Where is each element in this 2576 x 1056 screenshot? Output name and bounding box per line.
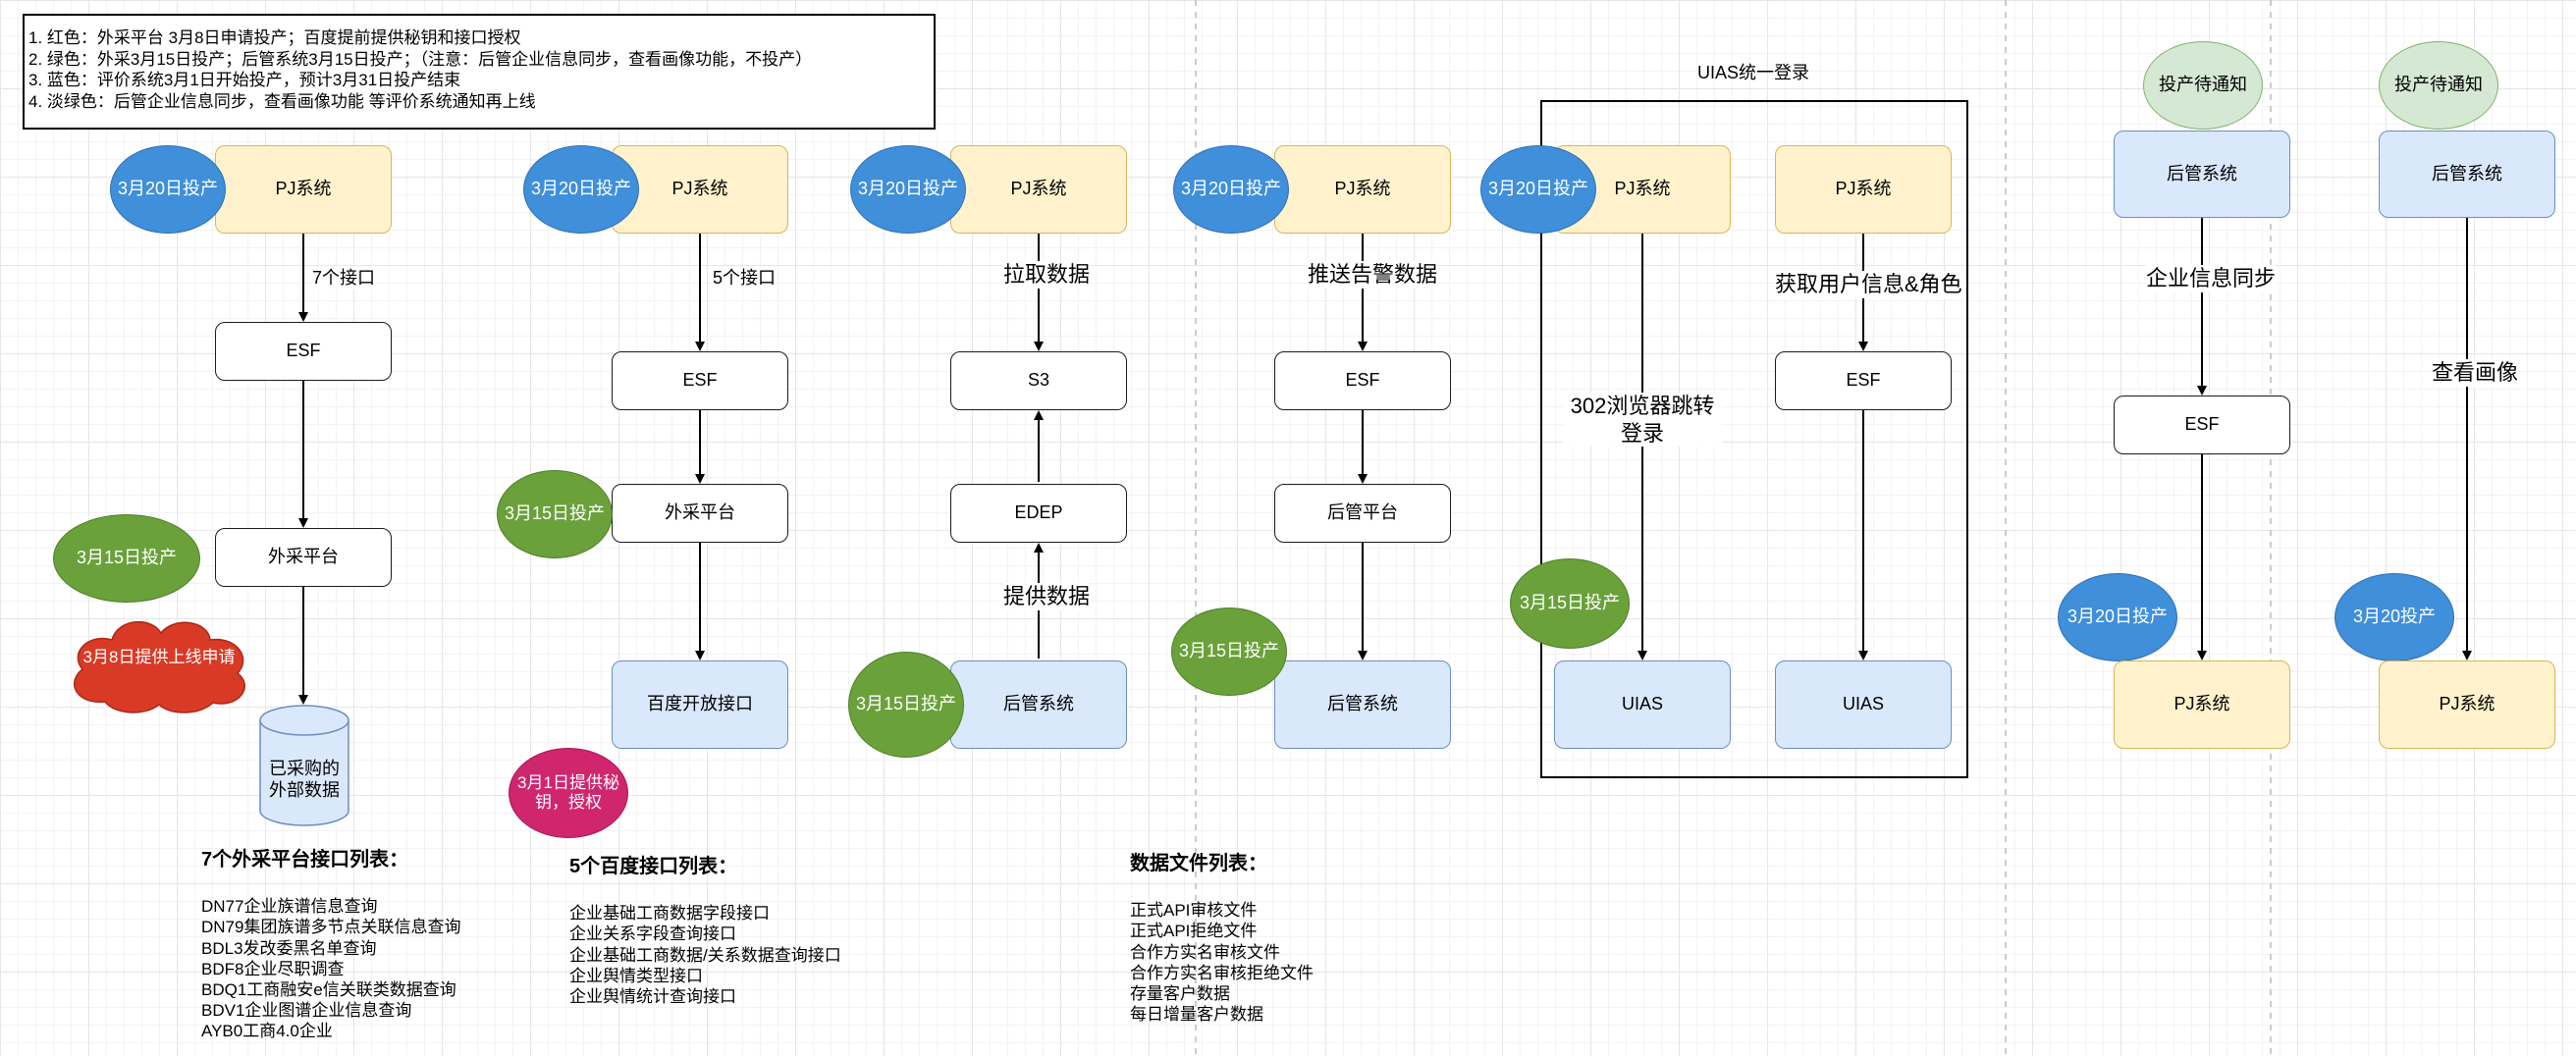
waicai-platform-node[interactable]: 外采平台 [612, 484, 788, 543]
note-line: 3. 蓝色：评价系统3月1日开始投产，预计3月31日投产结束 [28, 71, 461, 89]
list-item: 正式API拒绝文件 [1130, 922, 1258, 941]
edge-label: 7个接口 [312, 267, 376, 290]
baidu-api-list: 5个百度接口列表： 企业基础工商数据字段接口 企业关系字段查询接口 企业基础工商… [569, 856, 841, 1007]
list-item: 企业舆情类型接口 [569, 966, 703, 985]
houguan-platform-node[interactable]: 后管平台 [1274, 484, 1451, 543]
baidu-api-node[interactable]: 百度开放接口 [612, 660, 788, 749]
edep-node[interactable]: EDEP [950, 484, 1127, 543]
waicai-platform-node[interactable]: 外采平台 [215, 528, 392, 587]
list-title: 数据文件列表： [1130, 853, 1267, 874]
pj-system-node[interactable]: PJ系统 [612, 145, 788, 234]
edge-label: 推送告警数据 [1308, 261, 1438, 289]
list-item: AYB0工商4.0企业 [201, 1022, 333, 1041]
legend-notes: 1. 红色：外采平台 3月8日申请投产；百度提前提供秘钥和接口授权 2. 绿色：… [23, 14, 936, 130]
esf-node[interactable]: ESF [215, 322, 392, 381]
houguan-system-node[interactable]: 后管系统 [950, 660, 1127, 749]
pj-system-node[interactable]: PJ系统 [2114, 660, 2290, 749]
edge-label: 企业信息同步 [2146, 265, 2277, 292]
pj-system-node[interactable]: PJ系统 [1274, 145, 1451, 234]
badge-green: 3月15日投产 [1171, 607, 1287, 696]
data-file-list: 数据文件列表： 正式API审核文件 正式API拒绝文件 合作方实名审核文件 合作… [1130, 853, 1314, 1025]
badge-green: 3月15日投产 [848, 652, 964, 758]
badge-blue: 3月20日投产 [523, 145, 639, 234]
badge-blue: 3月20投产 [2334, 573, 2454, 661]
list-item: 每日增量客户数据 [1130, 1005, 1263, 1025]
uias-group-title: UIAS统一登录 [1697, 63, 1810, 82]
edge-label: 302浏览器跳转 登录 [1563, 393, 1722, 447]
list-item: 存量客户数据 [1130, 984, 1230, 1004]
list-item: DN79集团族谱多节点关联信息查询 [201, 918, 461, 937]
houguan-system-node[interactable]: 后管系统 [2114, 131, 2290, 218]
list-item: DN77企业族谱信息查询 [201, 897, 378, 917]
badge-blue: 3月20日投产 [2058, 573, 2177, 661]
badge-green: 3月15日投产 [497, 470, 613, 558]
pj-system-node[interactable]: PJ系统 [1775, 145, 1952, 234]
esf-node[interactable]: ESF [612, 351, 788, 410]
pj-system-node[interactable]: PJ系统 [950, 145, 1127, 234]
esf-node[interactable]: ESF [1775, 351, 1952, 410]
edge-label: 拉取数据 [1003, 261, 1091, 289]
edge-label: 查看画像 [2432, 359, 2519, 387]
houguan-system-node[interactable]: 后管系统 [2379, 131, 2555, 218]
list-item: 合作方实名审核拒绝文件 [1130, 963, 1314, 982]
badge-pending: 投产待通知 [2379, 41, 2498, 130]
edge-label: 获取用户信息&角色 [1775, 271, 1962, 298]
list-item: 企业舆情统计查询接口 [569, 987, 736, 1007]
badge-green: 3月15日投产 [53, 514, 200, 603]
list-item: BDV1企业图谱企业信息查询 [201, 1001, 412, 1021]
list-item: 正式API审核文件 [1130, 901, 1258, 921]
badge-blue: 3月20日投产 [1480, 145, 1596, 234]
database-label: 已采购的 外部数据 [269, 759, 340, 800]
uias-node[interactable]: UIAS [1554, 660, 1731, 749]
badge-blue: 3月20日投产 [1173, 145, 1289, 234]
badge-pink: 3月1日提供秘 钥，授权 [509, 748, 628, 838]
list-title: 5个百度接口列表： [569, 856, 738, 877]
houguan-system-node[interactable]: 后管系统 [1274, 660, 1451, 749]
uias-group-frame [1540, 100, 1968, 778]
note-line: 2. 绿色：外采3月15日投产；后管系统3月15日投产；（注意：后管企业信息同步… [28, 49, 813, 69]
s3-node[interactable]: S3 [950, 351, 1127, 410]
cloud-label: 3月8日提供上线申请 [82, 647, 236, 666]
note-line: 4. 淡绿色：后管企业信息同步，查看画像功能 等评价系统通知再上线 [28, 91, 536, 111]
pj-system-node[interactable]: PJ系统 [215, 145, 392, 234]
waicai-api-list: 7个外采平台接口列表： DN77企业族谱信息查询 DN79集团族谱多节点关联信息… [201, 849, 461, 1042]
list-item: 企业关系字段查询接口 [569, 924, 736, 944]
edge-label: 提供数据 [1003, 583, 1091, 610]
list-title: 7个外采平台接口列表： [201, 849, 409, 871]
note-line: 1. 红色：外采平台 3月8日申请投产；百度提前提供秘钥和接口授权 [28, 28, 521, 47]
badge-blue: 3月20日投产 [110, 145, 226, 234]
list-item: 合作方实名审核文件 [1130, 942, 1280, 962]
badge-pending: 投产待通知 [2143, 41, 2263, 130]
esf-node[interactable]: ESF [1274, 351, 1451, 410]
badge-green: 3月15日投产 [1510, 558, 1630, 649]
cloud-shape [74, 620, 245, 713]
edge-label: 5个接口 [713, 267, 777, 290]
database-cylinder [259, 705, 349, 826]
list-item: 企业基础工商数据/关系数据查询接口 [569, 945, 841, 965]
pj-system-node[interactable]: PJ系统 [2379, 660, 2555, 749]
uias-node[interactable]: UIAS [1775, 660, 1952, 749]
list-item: BDF8企业尽职调查 [201, 959, 345, 978]
list-item: BDQ1工商融安e信关联类数据查询 [201, 980, 456, 1000]
badge-blue: 3月20日投产 [850, 145, 966, 234]
list-item: BDL3发改委黑名单查询 [201, 938, 377, 958]
esf-node[interactable]: ESF [2114, 396, 2290, 454]
list-item: 企业基础工商数据字段接口 [569, 904, 770, 924]
